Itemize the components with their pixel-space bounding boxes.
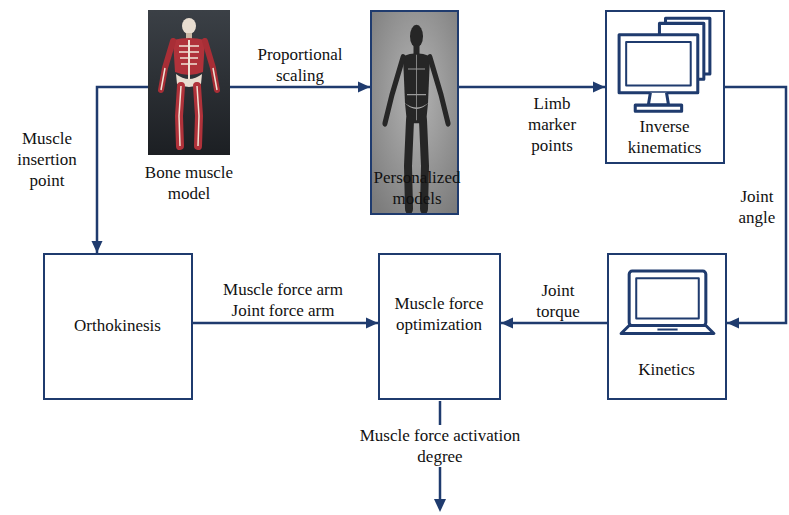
arrowhead: [366, 318, 378, 329]
process-box: Kinetics: [607, 253, 727, 400]
connector: [725, 87, 786, 329]
connector-line: [725, 87, 786, 323]
output-label: Muscle force activation degree: [340, 425, 540, 467]
illustration-node: Bone muscle model: [148, 10, 230, 155]
edge-label: Limb marker points: [520, 93, 584, 156]
edge-label: Joint angle: [733, 186, 781, 228]
edge-label: Muscle force arm Joint force arm: [213, 279, 353, 321]
box-title: Inverse kinematics: [611, 116, 718, 158]
image-caption: Personalized models: [362, 167, 472, 209]
arrowhead: [358, 82, 370, 93]
process-box: Muscle force optimization: [378, 253, 501, 400]
arrowhead: [92, 241, 103, 253]
arrowhead: [501, 318, 513, 329]
laptop-icon: [621, 271, 714, 333]
edge-label: Proportional scaling: [252, 44, 348, 86]
connector-line: [97, 87, 148, 253]
skeleton-figure: [161, 18, 217, 146]
edge-label: Muscle insertion point: [5, 128, 89, 191]
box-title: Orthokinesis: [51, 315, 184, 336]
computer-icon: [619, 18, 710, 111]
connector: [92, 87, 149, 253]
process-box: Inverse kinematics: [605, 10, 725, 164]
arrowhead: [593, 82, 605, 93]
connector-line: [230, 86, 370, 89]
box-title: Kinetics: [613, 359, 720, 380]
output-arrowhead: [434, 499, 446, 512]
connector-line: [459, 86, 605, 89]
edge-label: Joint torque: [523, 280, 593, 322]
connector-line: [193, 322, 378, 325]
connector: [459, 82, 605, 93]
connector-line: [501, 322, 607, 325]
image-ground: [148, 10, 230, 155]
arrowhead: [727, 318, 739, 329]
process-box: Orthokinesis: [43, 253, 193, 400]
node-illustration: [148, 10, 230, 155]
illustration-node: Personalized models: [370, 10, 459, 215]
image-caption: Bone muscle model: [134, 162, 244, 204]
box-title: Muscle force optimization: [385, 293, 493, 335]
